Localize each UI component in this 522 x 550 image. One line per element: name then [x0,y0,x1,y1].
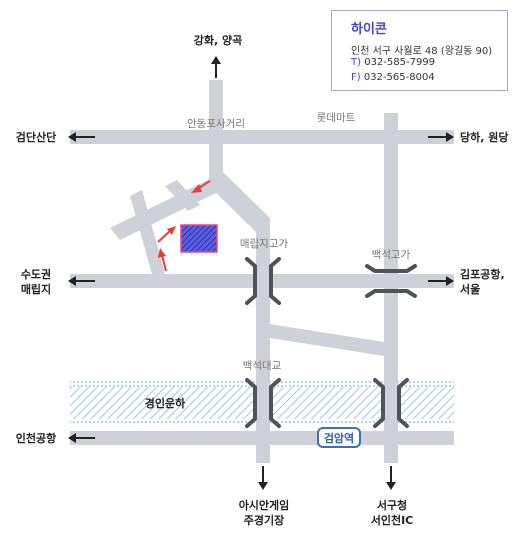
company-name: 하이콘 [351,22,387,37]
company-fax-row: F) 032-565-8004 [351,72,435,83]
label-north: 강화, 양곡 [194,33,243,47]
road-fork-branch [165,180,200,211]
label-overpass-left: 매립지고가 [240,237,289,250]
road-center-vertical [256,218,270,463]
road-right-vertical [384,113,398,463]
arrow-west-bottom-icon [68,433,95,443]
fax-prefix: F) [351,72,361,83]
bridge-right [373,378,409,428]
road-top-horizontal [70,130,454,144]
label-bridge: 백석대교 [243,360,282,372]
arrow-west-mid-icon [68,276,95,286]
company-info-box: 하이콘 인천 서구 사월로 48 (왕길동 90) T) 032-585-799… [331,10,508,91]
route-arrow-1-icon [191,180,211,193]
label-south-left-1: 아시안게임 [239,498,290,512]
label-west-mid-1: 수도권 [21,268,51,281]
road-network [70,80,454,463]
arrow-east-top-icon [428,132,454,142]
arrow-east-mid-icon [428,276,454,286]
route-arrow-3-icon [158,248,167,272]
label-mart: 롯데마트 [317,112,356,124]
label-south-right-1: 서구청 [377,498,407,512]
company-address: 인천 서구 사월로 48 (왕길동 90) [351,46,493,57]
overpass-left [245,257,281,305]
arrow-north-icon [211,56,221,78]
label-east-mid-2: 서울 [460,282,480,296]
route-arrow-2-icon [157,226,176,243]
route-arrows [157,180,211,272]
label-canal: 경인운하 [145,396,186,410]
overpass-right [365,264,417,298]
road-diagonal-center [209,172,270,232]
label-south-right-2: 서인천IC [371,513,414,527]
phone-number: 032-585-7999 [364,57,436,68]
arrow-west-top-icon [68,132,95,142]
label-south-left-2: 주경기장 [244,513,284,527]
bridge-left [245,378,281,428]
road-fork-main [110,178,222,240]
label-east-mid-1: 김포공항, [460,267,505,281]
station-badge [317,427,361,448]
road-north-vertical [209,80,223,185]
phone-prefix: T) [351,57,362,68]
arrow-south-left-icon [258,466,268,490]
label-intersection: 안동포사거리 [187,118,245,130]
road-connector-diagonal [263,323,391,357]
road-fork-stem [130,190,167,281]
company-phone-row: T) 032-585-7999 [351,57,435,68]
arrow-south-right-icon [386,466,396,490]
fax-number: 032-565-8004 [363,72,435,83]
label-west-bottom: 인천공항 [16,431,56,445]
direction-arrows [68,56,454,490]
label-overpass-right: 백석고가 [372,249,411,261]
destination-marker [180,224,218,253]
station-label: 검암역 [324,431,354,445]
label-west-mid-2: 매립지 [21,282,51,296]
label-west-top: 검단산단 [16,130,56,144]
label-east-top: 당하, 원당 [460,130,509,144]
